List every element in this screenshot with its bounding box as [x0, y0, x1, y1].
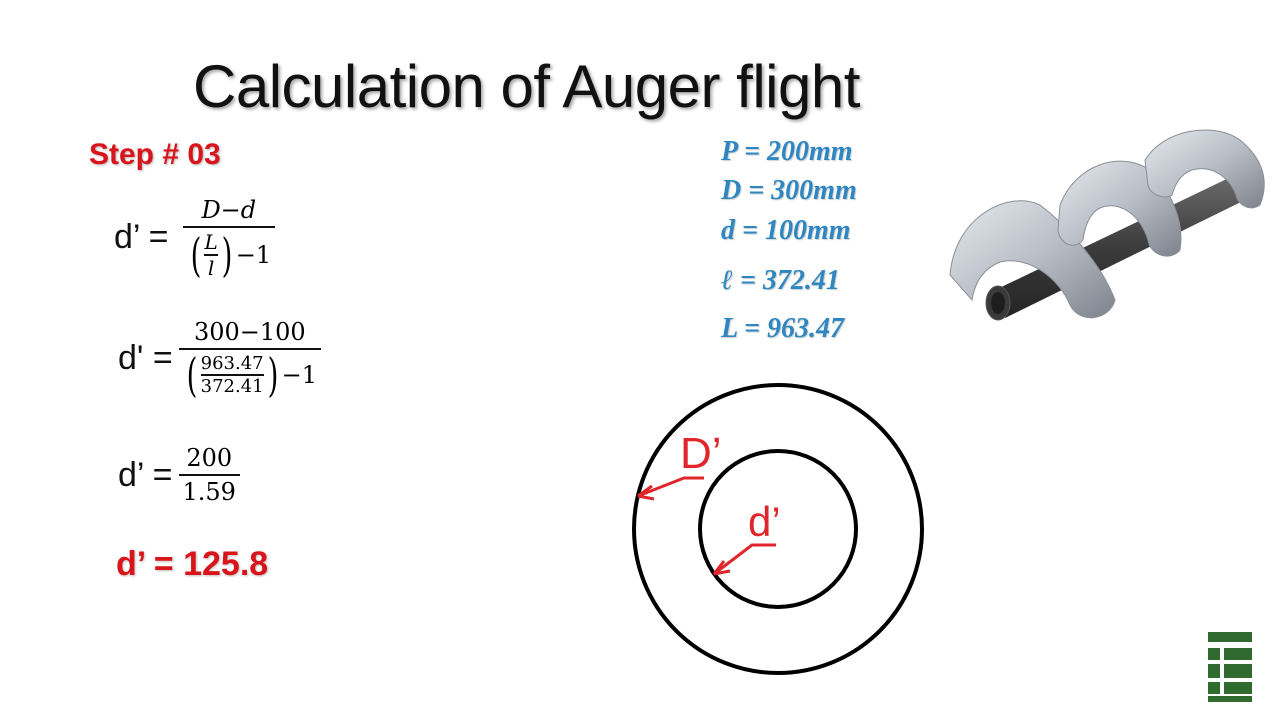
equation-lhs: d’ =: [114, 218, 169, 257]
step-label: Step # 03: [89, 138, 221, 171]
numerator: 200: [186, 444, 233, 472]
numerator: 300−100: [193, 318, 306, 346]
open-paren: (: [190, 227, 201, 282]
denominator: ( 963.47 372.41 ) −1: [179, 350, 321, 398]
minus-one: −1: [281, 361, 317, 389]
inner-denominator: l: [207, 255, 215, 280]
given-pitch: P = 200mm: [721, 136, 853, 167]
fraction-bar: [178, 348, 321, 350]
equation-substituted: d' = 300−100 ( 963.47 372.41 ) −1: [118, 318, 321, 398]
fraction: 300−100 ( 963.47 372.41 ) −1: [178, 318, 321, 398]
close-paren: ): [267, 348, 279, 402]
outer-diameter-label: D’: [680, 429, 722, 478]
inner-numerator: L: [204, 230, 218, 254]
auger-flight-1: [949, 200, 1116, 319]
inner-bar: [204, 254, 218, 256]
given-inner-diameter: d = 100mm: [721, 215, 851, 246]
auger-image: [949, 129, 1265, 321]
numerator: D−d: [201, 196, 257, 224]
fraction: 200 1.59: [178, 444, 240, 506]
fraction-bar: [182, 226, 276, 228]
shaft-hole: [991, 292, 1005, 314]
slide-title: Calculation of Auger flight: [193, 53, 860, 120]
equation-lhs: d’ =: [118, 455, 173, 494]
equation-general: d’ = D−d ( L l ) −1: [114, 196, 276, 280]
equation-simplified: d’ = 200 1.59: [118, 444, 240, 506]
denominator: 1.59: [182, 478, 236, 506]
open-paren: (: [186, 348, 198, 402]
inner-diameter-arrow: [712, 543, 776, 576]
inner-fraction: 963.47 372.41: [200, 353, 264, 397]
inner-circle: [698, 449, 858, 609]
outer-circle: [632, 383, 924, 675]
outer-diameter-arrow: [637, 476, 704, 501]
circle-diagram: D’ d’: [632, 383, 924, 675]
fraction-bar: [178, 474, 240, 476]
result-value: d’ = 125.8: [116, 545, 269, 583]
brand-logo: [1208, 632, 1252, 702]
inner-bar: [200, 374, 264, 376]
inner-numerator: 963.47: [200, 353, 264, 375]
given-outer-length: L = 963.47: [721, 313, 845, 344]
equation-lhs: d' =: [118, 338, 173, 377]
fraction: D−d ( L l ) −1: [182, 196, 276, 280]
inner-denominator: 372.41: [200, 375, 264, 397]
minus-one: −1: [235, 240, 272, 269]
given-inner-length: ℓ = 372.41: [721, 265, 840, 296]
inner-diameter-label: d’: [748, 498, 781, 545]
close-paren: ): [221, 227, 233, 282]
given-outer-diameter: D = 300mm: [721, 175, 857, 206]
auger-flight-3: [1144, 129, 1265, 209]
denominator: ( L l ) −1: [183, 228, 276, 280]
inner-fraction: L l: [204, 230, 218, 280]
